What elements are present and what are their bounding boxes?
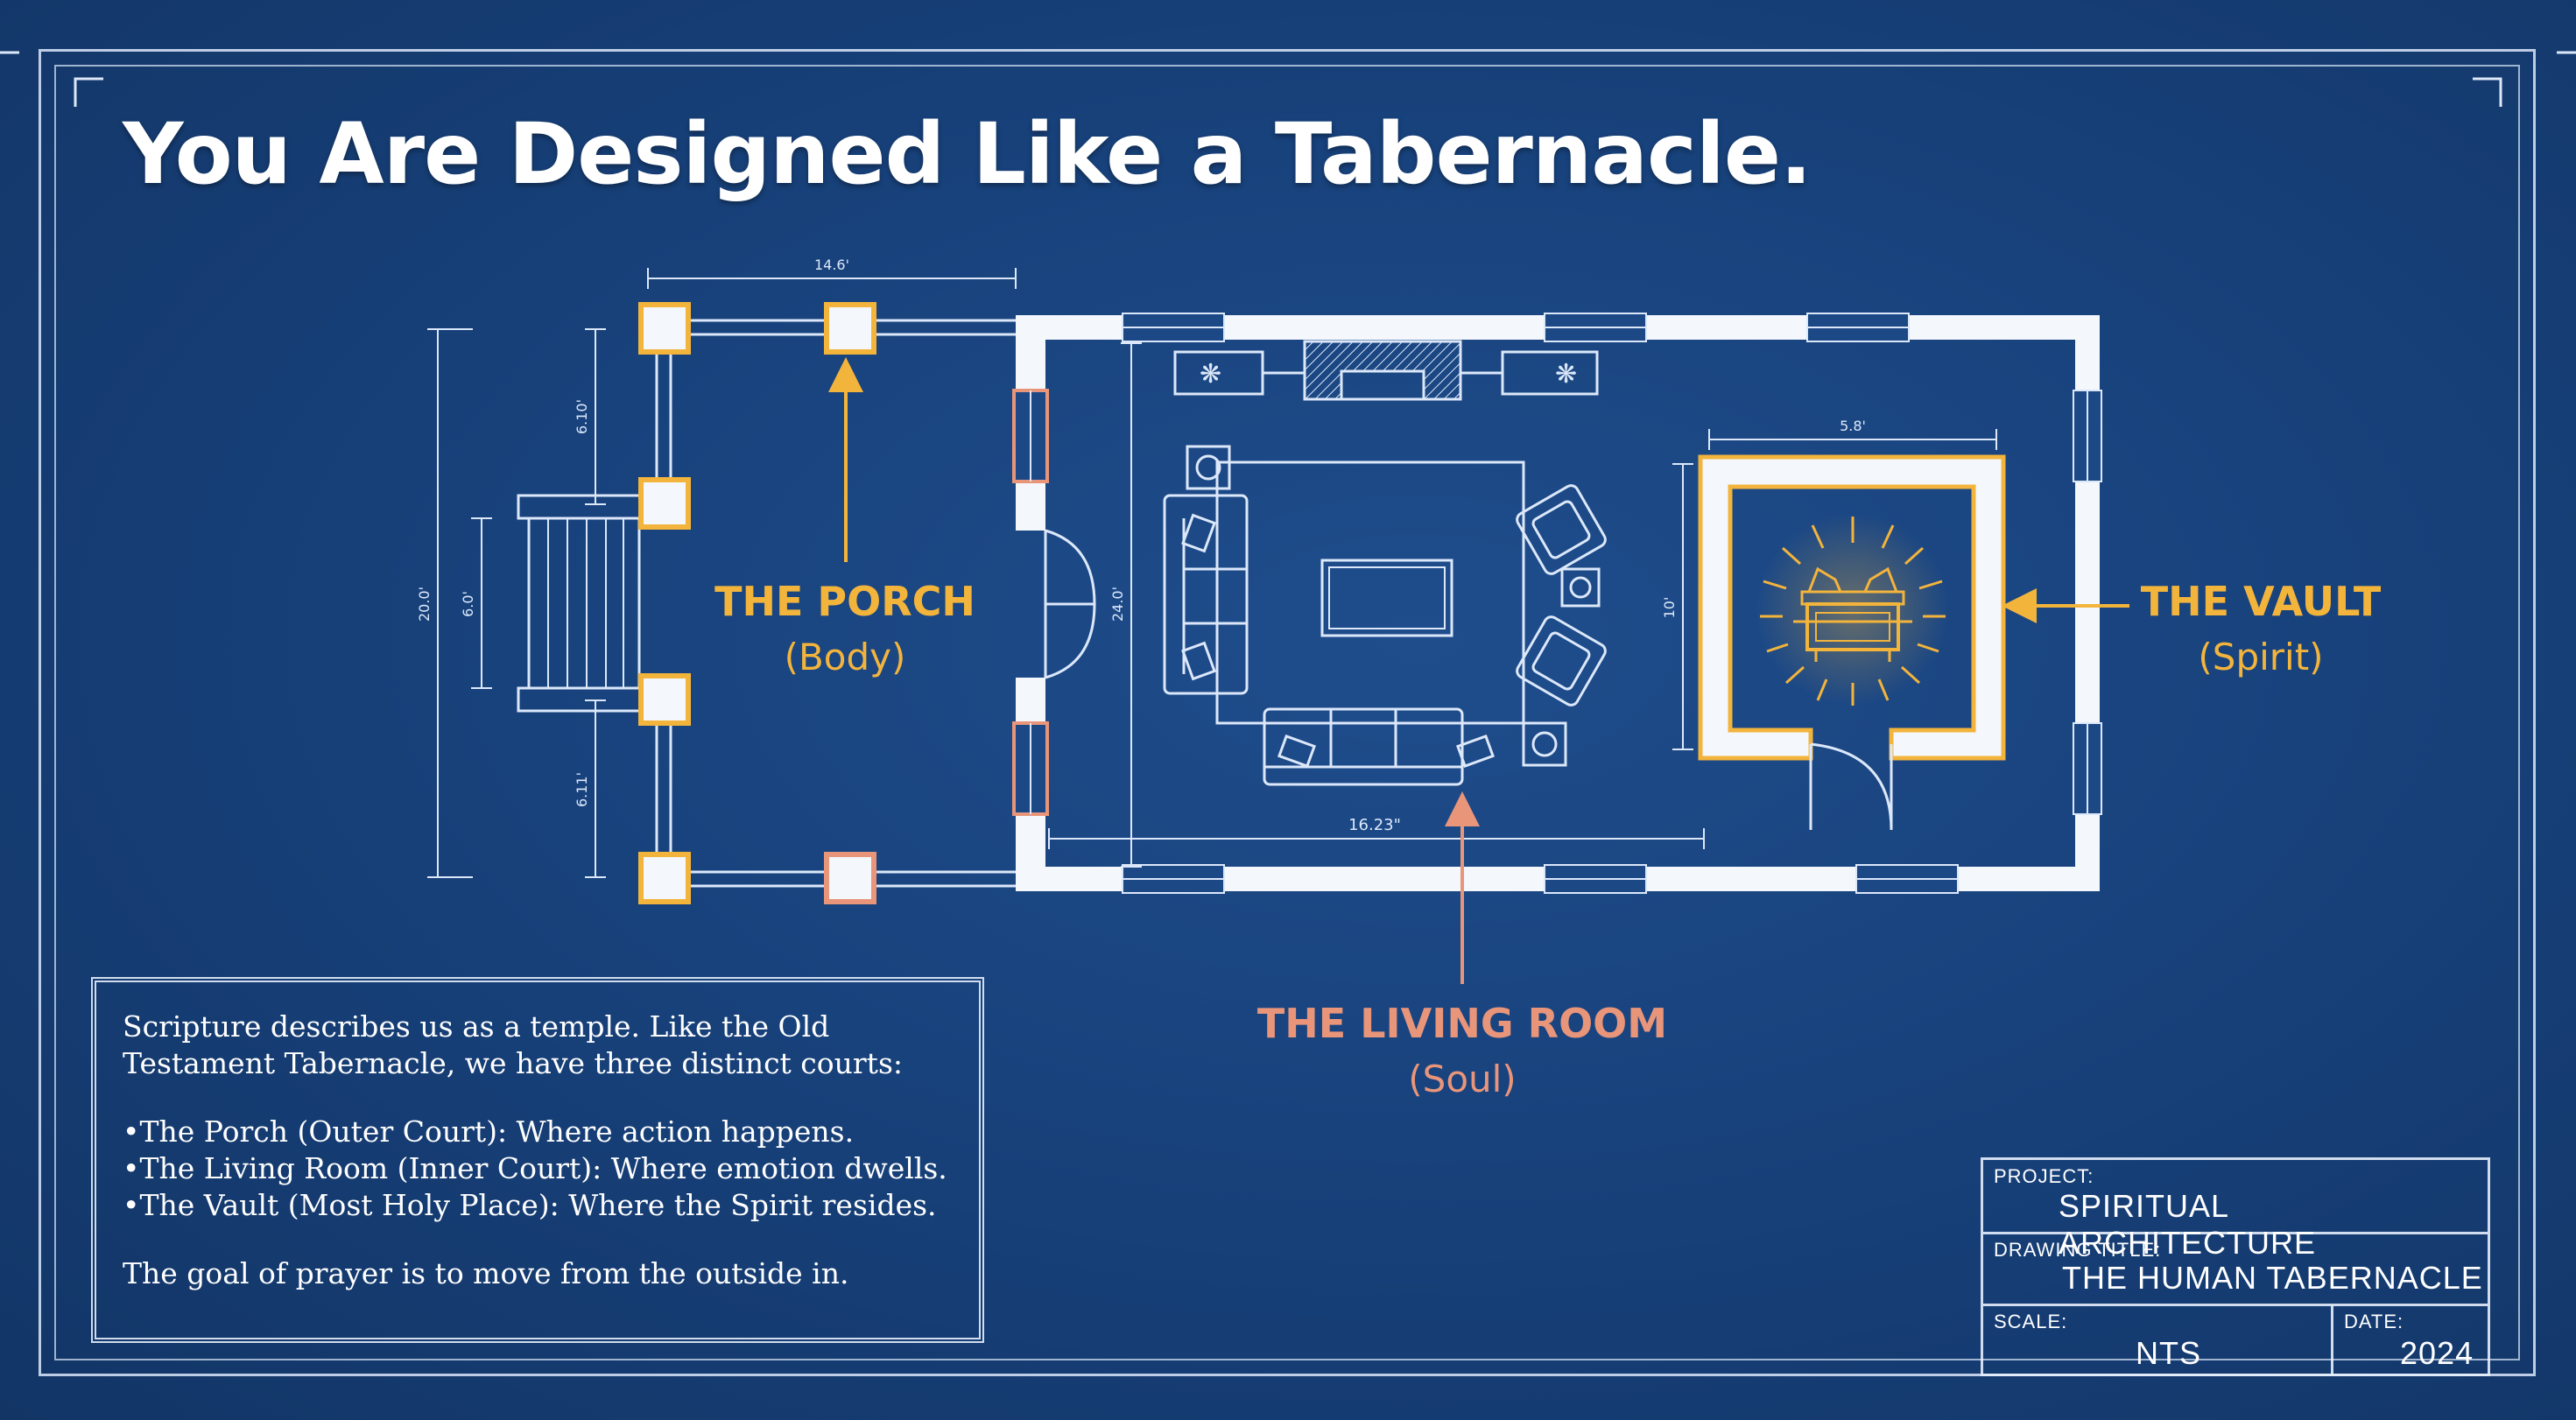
ornament-icon: ❋: [1555, 359, 1577, 390]
blueprint-inner-frame: [54, 65, 2520, 1360]
drawing-title-value: THE HUMAN TABERNACLE: [2062, 1260, 2483, 1296]
list-item: The Porch (Outer Court): Where action ha…: [123, 1114, 953, 1150]
description-box: Scripture describes us as a temple. Like…: [91, 977, 984, 1343]
description-closing: The goal of prayer is to move from the o…: [123, 1256, 849, 1290]
porch-pillars: [638, 302, 876, 904]
title-block-date-cell: DATE: 2024: [2333, 1305, 2488, 1375]
description-intro: Scripture describes us as a temple. Like…: [123, 1009, 903, 1080]
living-room-label: THE LIVING ROOM (Soul): [1252, 1000, 1672, 1100]
project-value: SPIRITUAL ARCHITECTURE: [2059, 1188, 2317, 1261]
title-block-scale-cell: SCALE: NTS: [1983, 1305, 2333, 1375]
vault-room: [1672, 429, 2006, 831]
living-room-dimensions: [1048, 342, 1705, 868]
frame-corner-marks: [0, 51, 2576, 107]
courts-list: The Porch (Outer Court): Where action ha…: [123, 1114, 953, 1224]
porch-label-title: THE PORCH: [714, 578, 975, 625]
porch-total-dim: 20.0': [416, 587, 433, 622]
list-item: The Living Room (Inner Court): Where emo…: [123, 1150, 953, 1187]
vault-label-title: THE VAULT: [2140, 578, 2382, 625]
project-caption: PROJECT:: [1994, 1165, 2094, 1187]
room-height-dim: 24.0': [1109, 587, 1126, 622]
title-block-project-row: PROJECT: SPIRITUAL ARCHITECTURE: [1983, 1160, 2488, 1261]
living-room-label-subtitle: (Soul): [1408, 1058, 1517, 1100]
vault-label: THE VAULT (Spirit): [2133, 578, 2389, 678]
porch-steps: [517, 494, 651, 713]
vault-height-dim: 10': [1661, 597, 1678, 619]
room-width-dim: 16.23": [1348, 816, 1401, 834]
porch-mid-dim: 6.0': [460, 591, 476, 617]
date-value: 2024: [2400, 1335, 2474, 1371]
vault-label-subtitle: (Spirit): [2198, 636, 2324, 678]
list-item: The Vault (Most Holy Place): Where the S…: [123, 1187, 953, 1224]
title-block-drawing-row: DRAWING TITLE: THE HUMAN TABERNACLE: [1983, 1234, 2488, 1306]
living-room-label-title: THE LIVING ROOM: [1256, 1000, 1668, 1047]
porch-label: THE PORCH (Body): [709, 578, 981, 678]
scale-value: NTS: [2136, 1335, 2201, 1371]
living-room-furniture: ❋ ❋: [1163, 340, 1607, 786]
page-title: You Are Designed Like a Tabernacle.: [123, 105, 1812, 203]
porch-area: 14.6' 20.0' 6.10' 6.0' 6.11': [416, 257, 1017, 904]
porch-label-subtitle: (Body): [784, 636, 906, 678]
scale-caption: SCALE:: [1994, 1311, 2068, 1332]
building-walls: [1012, 313, 2102, 894]
porch-dimensions: [427, 268, 1017, 878]
ornament-icon: ❋: [1200, 359, 1221, 390]
blueprint-outer-frame: [39, 49, 2536, 1376]
date-caption: DATE:: [2344, 1311, 2404, 1332]
ark-icon: [1756, 513, 1949, 706]
drawing-title-caption: DRAWING TITLE:: [1994, 1239, 2162, 1261]
porch-width-dim: 14.6': [814, 257, 849, 273]
title-block: PROJECT: SPIRITUAL ARCHITECTURE DRAWING …: [1981, 1157, 2490, 1376]
porch-upper-dim: 6.10': [574, 399, 590, 434]
vault-width-dim: 5.8': [1840, 418, 1866, 434]
porch-lower-dim: 6.11': [574, 772, 590, 807]
